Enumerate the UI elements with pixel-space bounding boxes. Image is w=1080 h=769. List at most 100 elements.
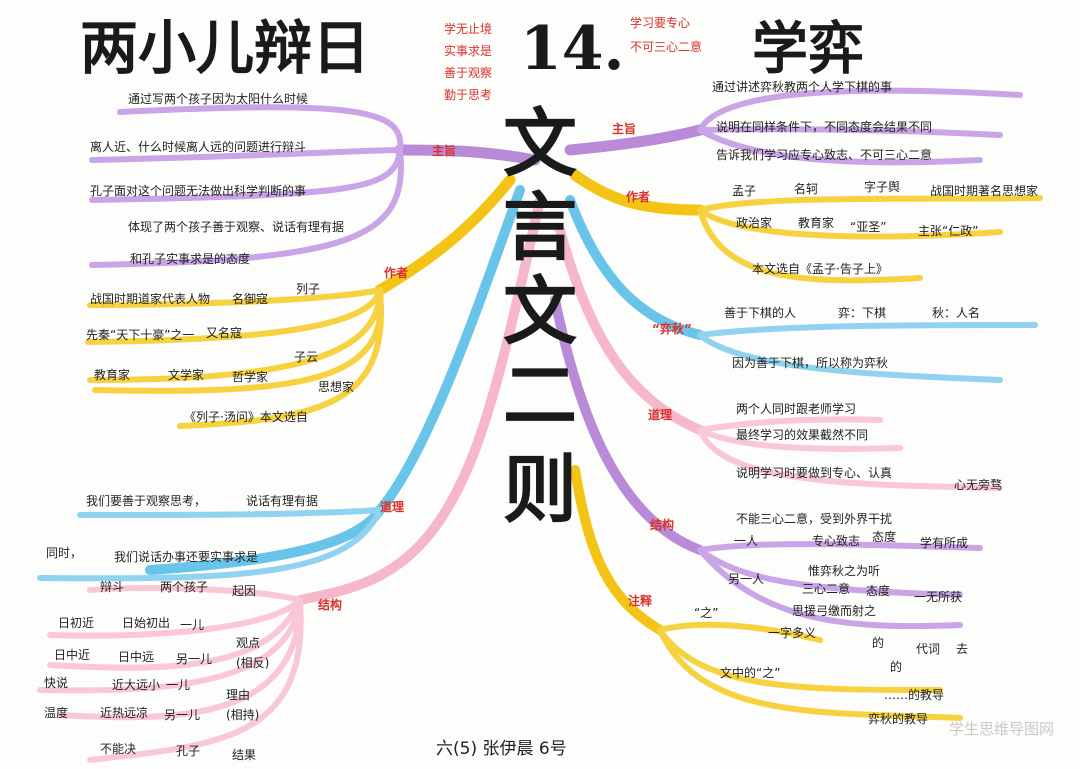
branch-right-theme [564,124,706,156]
center-char-2: 言 [503,185,577,271]
left-lesson-item: 我们说话办事还要实事求是 [114,550,259,564]
left-author-item: 《列子·汤问》本文选自 [184,410,308,424]
right-author-item: “亚圣” [850,220,887,234]
watermark: 学生思维导图网 [948,720,1054,738]
left-structure-item: (相反) [236,656,270,670]
top-note-left-4: 勤于思考 [444,88,493,102]
left-theme-item: 离人近、什么时候离人远的问题进行辩斗 [90,140,307,154]
left-author-item: 文学家 [168,368,205,382]
right-notes-item: ……的教导 [884,688,945,702]
right-author-item: 政治家 [736,216,773,230]
right-lesson-item: 说明学习时要做到专心、认真 [736,466,893,480]
left-structure-item: 一儿 [180,618,205,632]
top-note-left-2: 实事求是 [444,44,493,58]
left-author-item: 子云 [294,350,319,364]
top-note-left-1: 学无止境 [444,22,493,36]
top-note-right-1: 学习要专心 [630,16,691,30]
left-structure-item: 辩斗 [100,580,125,594]
branch-right-author-sub [697,195,1043,284]
center-char-5: 则 [503,447,577,533]
left-structure-item: 温度 [44,706,69,720]
right-notes-label: 注释 [628,594,653,608]
left-author-item: 教育家 [94,368,131,382]
left-structure-item: 一儿 [166,678,191,692]
left-theme-item: 通过写两个孩子因为太阳什么时候 [128,92,309,106]
left-theme-item: 和孔子实事求是的态度 [130,252,251,266]
left-structure-item: 近热远凉 [100,706,149,720]
left-theme-item: 孔子面对这个问题无法做出科学判断的事 [90,184,307,198]
branch-right-lesson [555,225,705,435]
right-notes-item: 的 [890,660,903,674]
left-structure-item: (相持) [226,708,260,722]
right-yiqiu-item: 秋：人名 [932,306,981,320]
left-structure-item: 日中近 [54,648,91,662]
signature: 六(5) 张伊晨 6号 [436,739,567,759]
left-structure-item: 理由 [226,688,251,702]
branch-right-notes [570,465,665,635]
branch-right-structure [550,295,705,555]
right-structure-item: 一人 [734,534,759,548]
right-author-item: 教育家 [798,216,835,230]
right-notes-item: 弈秋的教导 [868,712,929,726]
left-structure-item: 结果 [232,748,257,762]
center-char-4: 二 [503,353,577,439]
right-structure-item: 态度 [872,530,897,544]
left-author-item: 思想家 [318,380,355,394]
left-structure-item: 日中远 [118,650,155,664]
branch-left-lesson-sub [37,507,383,582]
left-structure-item: 两个孩子 [160,580,209,594]
right-author-item: 主张“仁政” [918,224,979,238]
right-yiqiu-item: 因为善于下棋，所以称为弈秋 [732,356,889,370]
right-structure-item: 惟弈秋之为听 [808,564,881,578]
center-char-1: 文 [503,101,577,187]
left-lesson-item: 同时， [46,546,83,560]
left-lesson-label: 道理 [380,500,405,514]
right-structure-item: 另一人 [728,572,765,586]
left-structure-item: 另一儿 [176,652,213,666]
top-note-right-2: 不可三心二意 [630,40,703,54]
left-structure-item: 不能决 [100,742,137,756]
right-theme-item: 告诉我们学习应专心致志、不可三心二意 [716,148,933,162]
left-author-item: 列子 [296,282,321,296]
right-structure-item: 专心致志 [812,534,861,548]
left-structure-item: 起因 [232,584,257,598]
right-yiqiu-label: “弈秋” [652,322,692,336]
right-lesson-item: 心无旁骛 [954,478,1003,492]
left-structure-item: 另一儿 [164,708,201,722]
right-structure-item: 思援弓缴而射之 [792,604,877,618]
right-theme-label: 主旨 [612,122,637,136]
left-author-label: 作者 [384,266,409,280]
branch-right-author [569,169,706,216]
left-theme-label: 主旨 [432,144,457,158]
branch-left-author-sub [85,287,385,429]
right-theme-item: 说明在同样条件下，不同态度会结果不同 [716,120,933,134]
right-lesson-label: 道理 [648,408,673,422]
right-notes-item: “之” [694,606,719,620]
branch-right-yiqiu [565,195,705,340]
right-theme-item: 通过讲述弈秋教两个人学下棋的事 [712,80,893,94]
left-author-item: 名御寇 [232,292,269,306]
left-lesson-item: 我们要善于观察思考， [86,494,207,508]
right-lesson-item: 两个人同时跟老师学习 [736,402,857,416]
right-notes-item: 一字多义 [768,626,817,640]
right-author-item: 本文选自《孟子·告子上》 [752,262,888,276]
right-structure-item: 学有所成 [920,536,969,550]
right-yiqiu-item: 善于下棋的人 [724,306,797,320]
right-author-item: 名轲 [794,182,819,196]
title-number: 14. [520,14,625,84]
left-structure-label: 结构 [318,598,343,612]
left-structure-item: 观点 [236,636,261,650]
title-right: 学弈 [752,16,864,82]
right-author-item: 字子舆 [864,180,901,194]
branch-left-theme [394,144,541,166]
left-author-item: 又名寇 [206,326,243,340]
branch-left-structure [295,195,545,605]
branch-right-yiqiu-sub [697,322,1038,383]
branch-right-notes-sub [657,621,963,721]
right-author-item: 孟子 [732,184,757,198]
right-notes-item: 文中的“之” [720,666,781,680]
left-structure-item: 快说 [44,676,69,690]
right-notes-item: 的 [872,636,885,650]
branch-left-lesson [145,185,525,575]
right-structure-item: 三心二意 [802,582,851,596]
